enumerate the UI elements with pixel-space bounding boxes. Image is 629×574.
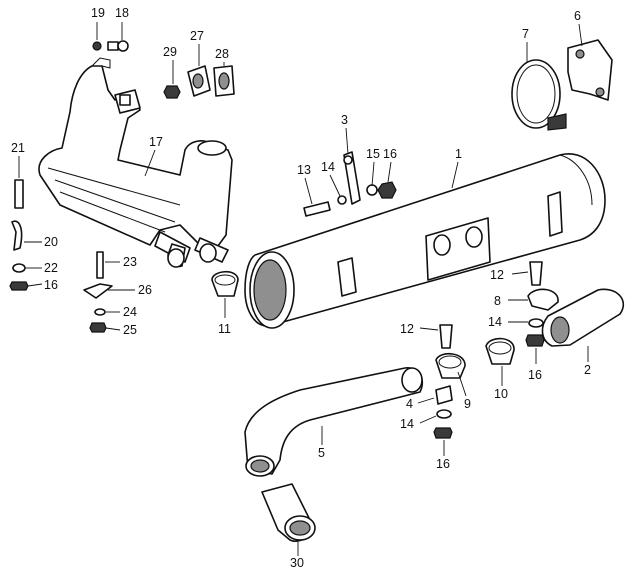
callout-28: 28 [215,47,229,61]
callout-14-bottom: 14 [400,417,414,431]
callout-21: 21 [11,141,25,155]
callout-8: 8 [494,294,501,308]
right-side-hardware [435,261,625,379]
callout-2: 2 [584,363,591,377]
callout-1: 1 [455,147,462,161]
callout-14-top: 14 [321,160,335,174]
callout-13: 13 [297,163,311,177]
callout-15: 15 [366,147,380,161]
callout-17: 17 [149,135,163,149]
callout-26: 26 [138,283,152,297]
callout-3: 3 [341,113,348,127]
callout-16-left: 16 [44,278,58,292]
muffler-body [244,153,606,329]
callout-27: 27 [190,29,204,43]
callout-16-bottom: 16 [436,457,450,471]
callout-14-right: 14 [488,315,502,329]
callout-6: 6 [574,9,581,23]
callout-29: 29 [163,45,177,59]
callout-16-right: 16 [528,368,542,382]
callout-7: 7 [522,27,529,41]
callout-20: 20 [44,235,58,249]
callout-labels: 19 18 29 27 28 7 6 3 21 17 13 14 15 16 1… [11,6,591,570]
clamp-and-bracket [511,39,613,131]
callout-5: 5 [318,446,325,460]
callout-22: 22 [44,261,58,275]
leader-lines [18,22,589,556]
callout-24: 24 [123,305,137,319]
heat-exchanger-assembly [38,57,233,268]
callout-19: 19 [91,6,105,20]
callout-30: 30 [290,556,304,569]
callout-23: 23 [123,255,137,269]
callout-10: 10 [494,387,508,401]
callout-25: 25 [123,323,137,337]
callout-12-right: 12 [490,268,504,282]
callout-16-top: 16 [383,147,397,161]
bracket-hardware [303,151,397,217]
callout-9: 9 [464,397,471,411]
callout-18: 18 [115,6,129,20]
top-left-small-parts [92,40,235,99]
callout-12-mid: 12 [400,322,414,336]
callout-4: 4 [406,397,413,411]
left-side-hardware [9,179,239,333]
tailpipe-assembly [244,367,453,542]
callout-11: 11 [218,322,231,336]
